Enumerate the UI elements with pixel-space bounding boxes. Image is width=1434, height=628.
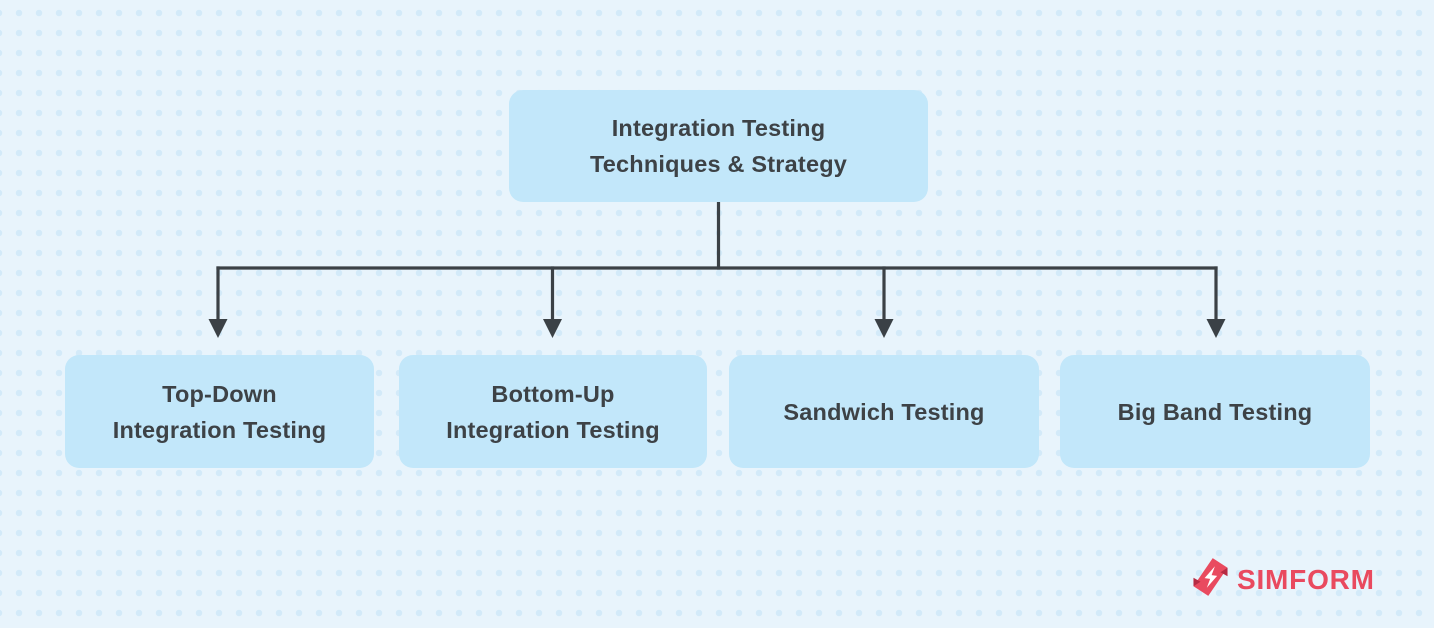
node-integration-testing-root: Integration Testing Techniques & Strateg…	[509, 90, 928, 202]
arrow-down-icon	[874, 319, 894, 338]
node-sandwich-testing: Sandwich Testing	[729, 355, 1039, 468]
node-bottom-up-integration-testing: Bottom-Up Integration Testing	[399, 355, 707, 468]
simform-ribbon-icon	[1192, 556, 1229, 603]
node-label: Bottom-Up Integration Testing	[446, 380, 660, 443]
node-big-band-testing: Big Band Testing	[1060, 355, 1370, 468]
simform-logo: SIMFORM	[1192, 556, 1375, 603]
node-label: Top-Down Integration Testing	[112, 380, 327, 443]
arrow-down-icon	[208, 319, 228, 338]
arrow-down-icon	[1206, 319, 1226, 338]
node-label: Big Band Testing	[1117, 398, 1313, 425]
simform-logo-text: SIMFORM	[1237, 563, 1375, 595]
arrow-down-icon	[543, 319, 562, 338]
node-top-down-integration-testing: Top-Down Integration Testing	[65, 355, 374, 468]
node-label: Sandwich Testing	[783, 398, 985, 425]
node-label: Integration Testing Techniques & Strateg…	[589, 115, 848, 177]
